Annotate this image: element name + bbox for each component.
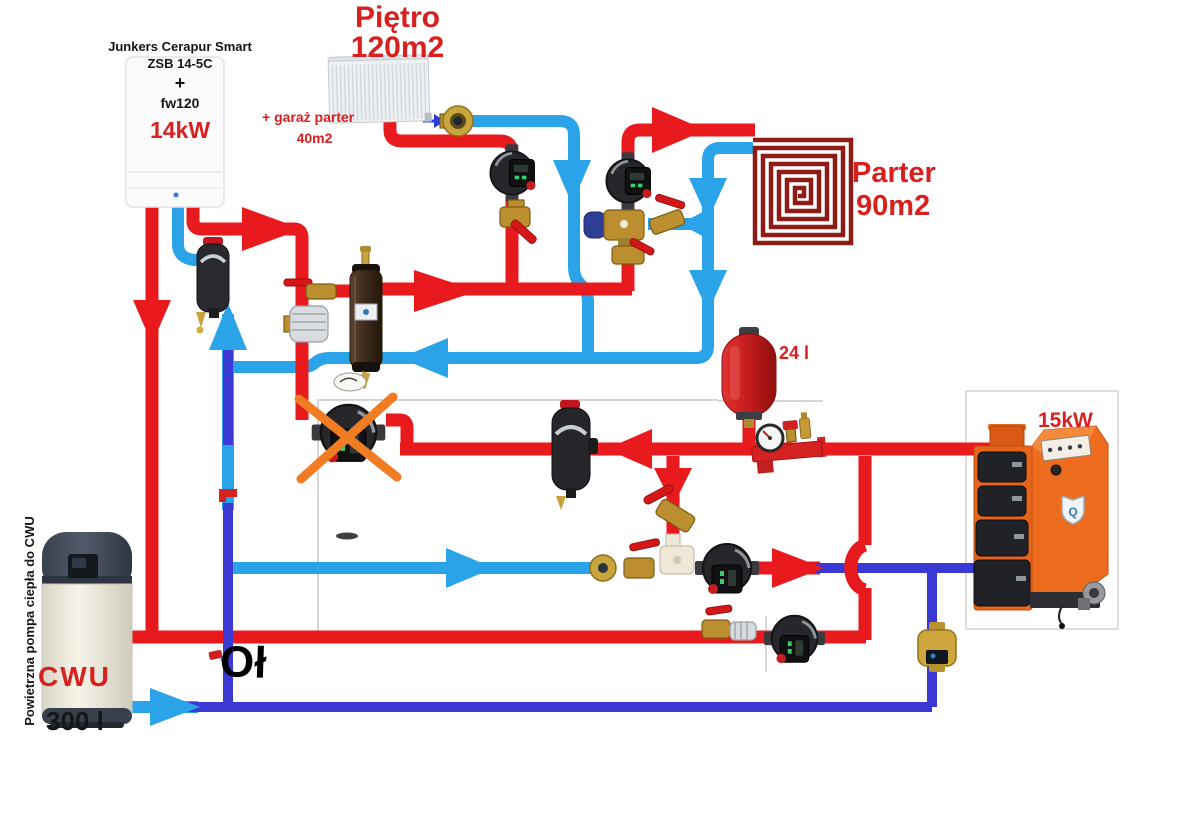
check-valve-radiator [439, 105, 474, 137]
label-ground-title: Parter [852, 157, 936, 189]
strainer-valve-floor [648, 193, 686, 235]
radiator-valve-tail [424, 112, 432, 122]
arrow-return-up [209, 303, 247, 350]
arrow-dhwfeed-right [446, 548, 494, 588]
label-dhw: CWU [38, 661, 111, 692]
orange-cross [294, 392, 402, 484]
valve-dhw-feed [623, 538, 660, 579]
arrow-cold-right [150, 688, 200, 726]
arrow-radiator-down [553, 160, 591, 204]
label-floor1-area: 120m2 [350, 31, 445, 64]
label-gas-boiler-model: ZSB 14-5C [147, 56, 213, 71]
valve-anticondensation-feed [643, 484, 696, 533]
label-solid-boiler-power: 15kW [1038, 409, 1093, 432]
hand-drawn-valve-symbol: Oł [219, 637, 268, 688]
valve-floor-circuit [611, 238, 655, 265]
arrow-dhw-down [133, 300, 171, 344]
arrow-riser-down-2 [689, 270, 727, 312]
boiler-shield-logo [1061, 494, 1085, 525]
flow-arrows [133, 107, 824, 726]
pump-floor [605, 150, 653, 212]
label-boiler-power: 14kW [149, 117, 211, 143]
label-heat-pump-caption: Powietrzna pompa ciepła do CWU [22, 516, 37, 726]
check-valve-dhw [589, 554, 617, 582]
boiler-logo-letter: Q [1068, 505, 1077, 519]
red-mark [219, 489, 237, 497]
valve-bottom-dhw [701, 604, 733, 639]
expansion-vessel [721, 327, 777, 428]
label-garage-line2: 40m2 [296, 130, 333, 146]
dhw-heat-pump-tank [41, 532, 133, 728]
pipe-boiler-return-curve [172, 205, 206, 266]
pipe-radiator-circuit [383, 114, 519, 291]
label-boiler-module: fw120 [160, 95, 200, 111]
label-garage-line1: + garaż parter [262, 109, 355, 125]
arrow-supply-right [242, 207, 302, 251]
air-separator-boiler [196, 237, 230, 334]
drain-valve-mark [208, 650, 228, 663]
pipe-hop [844, 538, 868, 597]
floor-coil [752, 137, 854, 246]
arrow-mixer-left [680, 209, 708, 239]
pump-radiator [489, 142, 537, 204]
arrow-coil-right [652, 107, 706, 153]
hydraulic-separator [333, 246, 383, 392]
arrow-riser-down-1 [689, 178, 727, 220]
label-boiler-plus: + [174, 73, 186, 93]
radiator [327, 54, 432, 124]
elterm-logo [333, 372, 367, 392]
arrow-circuits-right [414, 270, 478, 312]
check-valve-bottom [729, 621, 757, 641]
label-floor1-title: Piętro [354, 1, 441, 34]
pump-mid [693, 542, 761, 596]
valve-separator-inlet [283, 278, 337, 300]
boiler-led [173, 192, 179, 198]
pump-dhw [762, 614, 827, 665]
red-mark-2 [219, 489, 226, 502]
solid-fuel-boiler: Q [973, 424, 1109, 629]
valve-radiator-circuit [499, 199, 537, 244]
label-gas-boiler-brand: Junkers Cerapur Smart [108, 39, 252, 54]
label-vessel-capacity: 24 l [779, 343, 810, 363]
label-ground-area: 90m2 [856, 190, 931, 222]
label-dhw-capacity: 300 l [46, 706, 104, 736]
mixing-valve-floor [583, 209, 645, 248]
air-separator-solid [551, 400, 598, 510]
three-way-valve-brass [917, 622, 957, 672]
three-way-valve-white [659, 533, 695, 575]
chrome-coupling [283, 305, 329, 343]
pipe-floor-circuit [621, 123, 755, 291]
pipe-floor-return [234, 142, 753, 374]
pressure-gauge [755, 423, 785, 453]
pump-crossed [294, 392, 402, 540]
arrow-solid-left [606, 429, 652, 469]
return-pipes [112, 115, 753, 713]
pipe-crossed-pump-out [386, 413, 414, 449]
arrow-mid-right [772, 548, 824, 588]
arrow-return-left [400, 338, 448, 378]
gas-boiler [125, 56, 225, 208]
